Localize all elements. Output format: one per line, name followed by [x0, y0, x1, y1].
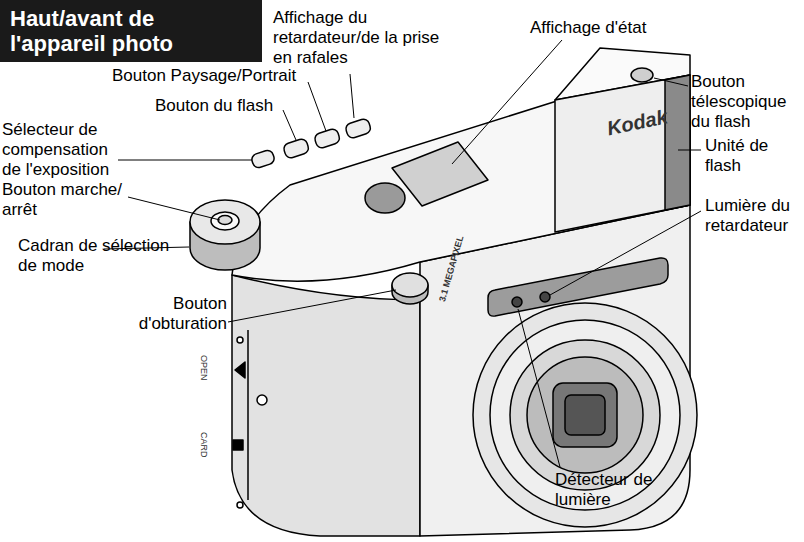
light-sensor-label: Détecteur de lumière: [555, 470, 675, 510]
title-banner: Haut/avant de l'appareil photo: [0, 0, 262, 62]
flash-button-label: Bouton du flash: [155, 96, 285, 116]
status-display-label: Affichage d'état: [530, 18, 680, 38]
power-button-label: Bouton marche/ arrêt: [2, 180, 130, 220]
flash-unit-label: Unité de flash: [705, 136, 799, 176]
exposure-selector-label: Sélecteur de compensation de l'expositio…: [2, 120, 124, 180]
door-mark: OPEN: [198, 355, 209, 381]
door-mark: CARD: [198, 432, 209, 458]
shutter-button-label: Bouton d'obturation: [115, 294, 227, 334]
title: Haut/avant de l'appareil photo: [10, 6, 200, 56]
timer-light-label: Lumière du retardateur: [705, 196, 801, 236]
timer-display-label: Affichage du retardateur/de la prise en …: [273, 8, 443, 68]
landscape-button-label: Bouton Paysage/Portrait: [112, 66, 312, 86]
flash-popup-label: Bouton télescopique du flash: [691, 72, 801, 132]
leader-lines: [104, 40, 701, 467]
mode-dial-label: Cadran de sélection de mode: [18, 236, 178, 276]
